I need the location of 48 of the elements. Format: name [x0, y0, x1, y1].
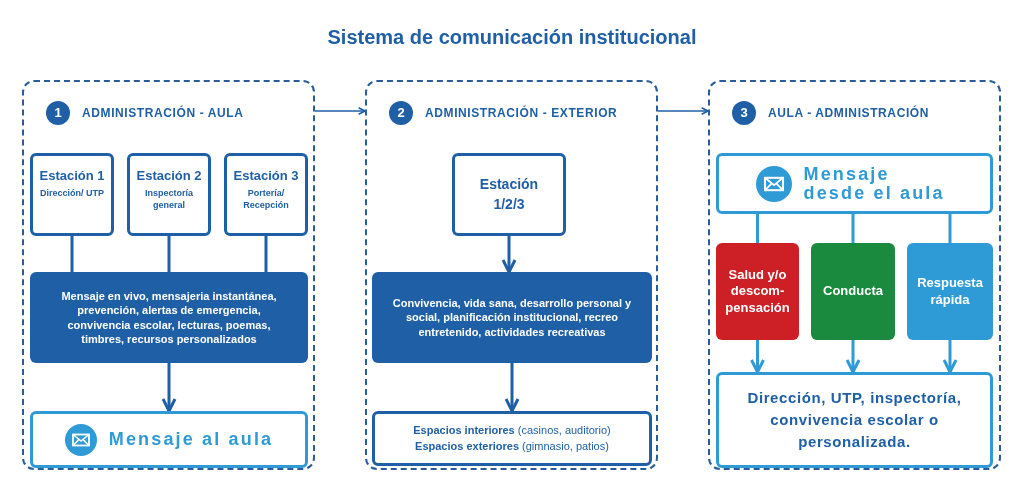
station-title: Estación 3 [233, 168, 299, 185]
stage-panel [708, 80, 1001, 470]
number-badge: 2 [389, 101, 413, 125]
title: Sistema de comunicación institucional [327, 25, 697, 50]
message-box [716, 153, 993, 214]
stage-heading: ADMINISTRACIÓN - AULA [82, 104, 244, 122]
station-title: Estación 1 [39, 168, 105, 185]
number-badge: 3 [732, 101, 756, 125]
station-title: Estación 1/2/3 [478, 175, 540, 214]
box-text: Espacios interiores (casinos, auditorio) [413, 423, 611, 439]
connector-arrow [161, 363, 177, 413]
spaces-box [372, 411, 652, 466]
category-box [907, 243, 993, 340]
station-box [224, 153, 308, 236]
box-text: Respuesta rápida [916, 275, 984, 308]
connector-arrow [314, 107, 366, 115]
station-box [127, 153, 211, 236]
box-text: Dirección, UTP, inspectoría, convivencia escolar o personalizada. [746, 388, 963, 452]
box-text: Mensaje al aula [108, 428, 274, 451]
number-badge: 1 [46, 101, 70, 125]
category-box [716, 243, 799, 340]
station-box [452, 153, 566, 236]
stage-heading: ADMINISTRACIÓN - EXTERIOR [425, 104, 618, 122]
message-types-box [30, 272, 308, 363]
message-box [30, 411, 308, 468]
station-subtitle: Dirección/ UTP [39, 188, 105, 200]
category-box [811, 243, 895, 340]
stage-heading: AULA - ADMINISTRACIÓN [768, 104, 930, 122]
station-subtitle: Inspectoría general [144, 188, 194, 211]
station-title: Estación 2 [136, 168, 202, 185]
connector-arrow [845, 340, 861, 374]
connector-arrow [657, 107, 709, 115]
stage-panel [365, 80, 658, 470]
box-text: Mensaje en vivo, mensajeria instantánea, prevención, alertas de emergencia, convivencia escolar, lecturas, poemas, timbres, recursos personalizados [60, 288, 278, 347]
station-subtitle: Portería/ Recepción [242, 188, 290, 211]
message-types-box [372, 272, 652, 363]
connector-arrow [504, 363, 520, 413]
box-text: Convivencia, vida sana, desarrollo personal y social, planificación institucional, recreo entretenido, actividades recreativas [391, 296, 633, 339]
connector-arrow [750, 340, 765, 374]
box-text: Espacios exteriores (gimnasio, patios) [415, 438, 609, 454]
box-text: Conducta [823, 283, 883, 300]
box-text: Mensaje desde el aula [803, 164, 946, 203]
connector-arrow [942, 340, 958, 374]
stage-panel [22, 80, 315, 470]
recipients-box [716, 372, 993, 468]
station-box [30, 153, 114, 236]
box-text: Salud y/o descom- pensación [724, 267, 791, 316]
connector-arrow [501, 236, 517, 274]
